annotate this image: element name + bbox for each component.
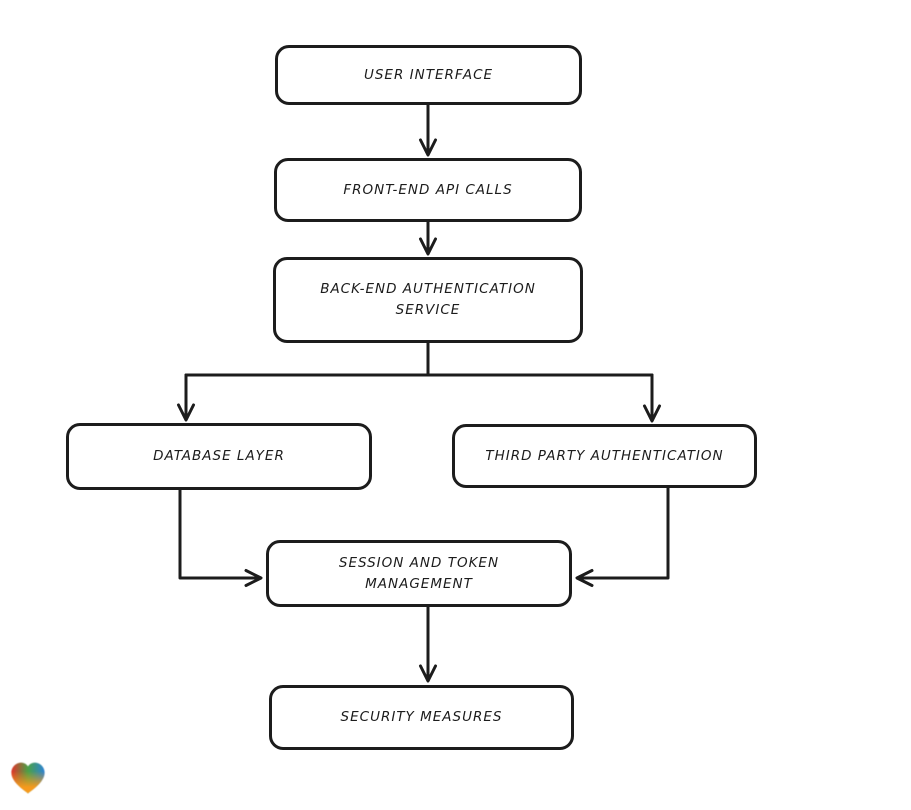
heart-shape-overlay <box>11 762 45 794</box>
node-back-end-authentication-service[interactable]: BACK-END AUTHENTICATION SERVICE <box>273 257 583 343</box>
gradient-heart-logo[interactable] <box>9 760 47 796</box>
node-session-and-token-management[interactable]: SESSION AND TOKEN MANAGEMENT <box>266 540 572 607</box>
node-front-end-api-calls[interactable]: FRONT-END API CALLS <box>274 158 582 222</box>
node-user-interface-label: USER INTERFACE <box>363 66 494 83</box>
node-database-layer[interactable]: DATABASE LAYER <box>66 423 372 490</box>
node-security-measures-label: SECURITY MEASURES <box>340 709 503 726</box>
node-session-and-token-management-label: SESSION AND TOKEN MANAGEMENT <box>338 554 500 592</box>
node-security-measures[interactable]: SECURITY MEASURES <box>269 685 574 750</box>
node-front-end-api-calls-label: FRONT-END API CALLS <box>343 181 513 198</box>
edge-third-party-authentication-to-session-management[interactable] <box>575 486 670 587</box>
node-third-party-authentication-label: THIRD PARTY AUTHENTICATION <box>485 447 724 464</box>
edge-front-end-api-calls-to-back-end-authentication[interactable] <box>419 220 437 256</box>
node-back-end-authentication-service-label: BACK-END AUTHENTICATION SERVICE <box>320 281 536 318</box>
edge-session-management-to-security-measures[interactable] <box>419 605 437 683</box>
edge-database-layer-to-session-management[interactable] <box>178 488 263 587</box>
node-database-layer-label: DATABASE LAYER <box>153 448 285 465</box>
node-user-interface[interactable]: USER INTERFACE <box>275 45 582 105</box>
edge-back-end-authentication-to-third-party-authentication[interactable] <box>643 373 661 423</box>
node-third-party-authentication[interactable]: THIRD PARTY AUTHENTICATION <box>452 424 757 488</box>
edge-user-interface-to-front-end-api-calls[interactable] <box>419 103 437 157</box>
edge-back-end-authentication-to-database-layer[interactable] <box>177 341 654 422</box>
